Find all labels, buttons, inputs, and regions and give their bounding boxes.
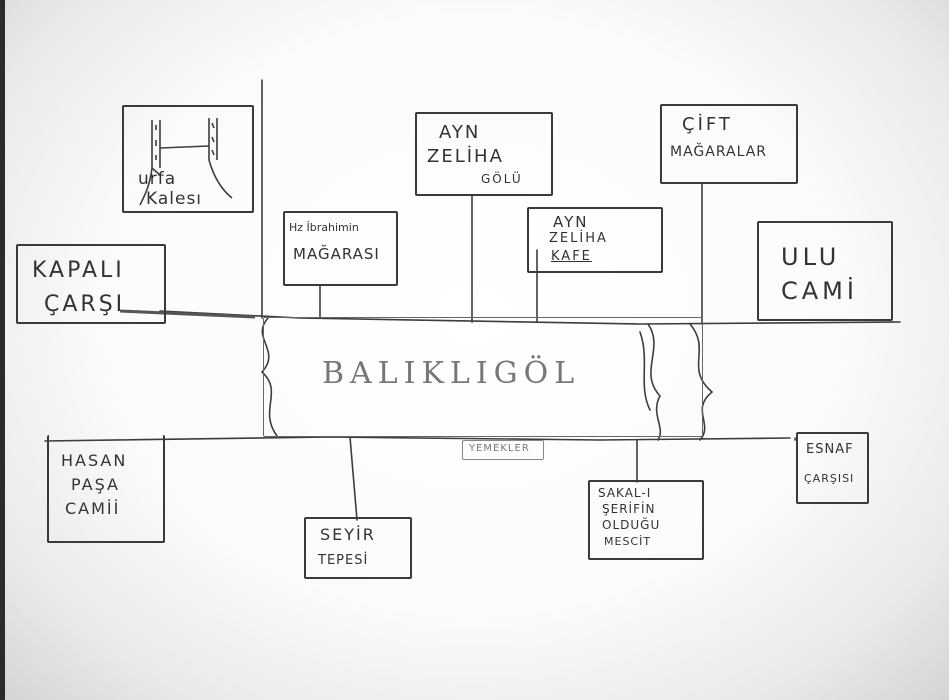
connector-seyir-tepesi: [349, 436, 358, 521]
cift-magaralar-box: ÇİFT MAĞARALAR: [660, 104, 798, 184]
balikligol-box: BALIKLIGÖL: [263, 317, 703, 437]
balikligol-label: BALIKLIGÖL: [322, 356, 581, 391]
pond-right-wave-2: [689, 323, 714, 441]
ulu-cami-box: ULU CAMİ: [757, 221, 893, 321]
ulu-cami-line1: ULU: [781, 243, 841, 271]
paper-left-edge: [0, 0, 5, 700]
hasan-pasa-line3: CAMİİ: [65, 499, 121, 518]
urfa-kalesi-box: urfa Kalesı: [122, 105, 254, 213]
ayn-zeliha-kafe-line1: AYN: [553, 213, 589, 231]
pond-inner-wave: [639, 331, 651, 411]
hasan-pasa-line1: HASAN: [61, 451, 128, 470]
seyir-tepesi-line2: TEPESİ: [318, 553, 369, 568]
kapali-carsi-line1: KAPALI: [32, 258, 125, 283]
seyir-tepesi-line1: SEYİR: [320, 525, 376, 544]
ayn-zeliha-golu-line1: AYN: [439, 122, 481, 143]
urfa-kalesi-line1: urfa: [138, 169, 177, 189]
pond-left-wave: [260, 317, 278, 437]
ayn-zeliha-kafe-line3: KAFE: [551, 249, 592, 264]
ayn-zeliha-golu-box: AYN ZELİHA GÖLÜ: [415, 112, 553, 196]
ayn-zeliha-golu-line3: GÖLÜ: [481, 172, 523, 186]
ayn-zeliha-kafe-box: AYN ZELİHA KAFE: [527, 207, 663, 273]
sakal-i-serif-line3: OLDUĞU: [602, 518, 661, 532]
cift-magaralar-line1: ÇİFT: [682, 114, 733, 135]
sakal-i-serif-line4: MESCİT: [604, 535, 652, 548]
ayn-zeliha-golu-line2: ZELİHA: [427, 146, 504, 167]
hz-ibrahim-magarasi-box: Hz İbrahimin MAĞARASI: [283, 211, 398, 286]
esnaf-carsisi-box: ESNAF ÇARŞISI: [796, 432, 869, 504]
castle-drawing: [139, 118, 233, 206]
ayn-zeliha-kafe-line2: ZELİHA: [549, 231, 608, 246]
sakal-i-serif-line2: ŞERİFİN: [602, 502, 656, 516]
street-shading: [119, 309, 256, 319]
sakal-i-serif-box: SAKAL-I ŞERİFİN OLDUĞU MESCİT: [588, 480, 704, 560]
seyir-tepesi-box: SEYİR TEPESİ: [304, 517, 412, 579]
esnaf-carsisi-line1: ESNAF: [806, 442, 854, 457]
hz-ibrahim-line2: MAĞARASI: [293, 245, 380, 263]
kapali-carsi-box: KAPALI ÇARŞI: [16, 244, 166, 324]
sakal-i-serif-line1: SAKAL-I: [598, 486, 652, 500]
ulu-cami-line2: CAMİ: [781, 277, 858, 305]
esnaf-carsisi-line2: ÇARŞISI: [804, 472, 855, 485]
hasan-pasa-camii-box: HASAN PAŞA CAMİİ: [47, 435, 165, 543]
hz-ibrahim-line1: Hz İbrahimin: [289, 221, 359, 234]
kapali-carsi-line2: ÇARŞI: [44, 292, 126, 317]
yemekler-label: YEMEKLER: [469, 443, 530, 454]
hasan-pasa-line2: PAŞA: [71, 475, 120, 494]
pond-right-wave: [647, 323, 662, 441]
cift-magaralar-line2: MAĞARALAR: [670, 144, 767, 160]
urfa-kalesi-line2: Kalesı: [146, 189, 203, 209]
yemekler-box: YEMEKLER: [462, 440, 544, 460]
lower-street-line: [44, 436, 791, 442]
